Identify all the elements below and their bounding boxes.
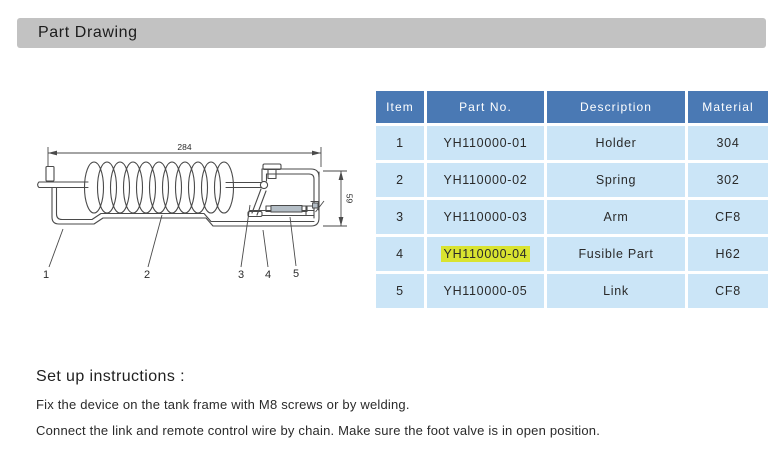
cell-material: H62 — [688, 237, 768, 271]
link-bracket — [306, 201, 324, 215]
cell-material: CF8 — [688, 200, 768, 234]
callout-leaders — [49, 205, 296, 267]
callout-label-1: 1 — [43, 269, 49, 281]
end-box — [248, 164, 319, 218]
callout-label-3: 3 — [238, 269, 244, 281]
parts-table-header-row: Item Part No. Description Material — [376, 91, 768, 123]
dimension-284: 284 — [48, 142, 321, 167]
instruction-line-2: Connect the link and remote control wire… — [36, 423, 601, 438]
table-row: 3 YH110000-03 Arm CF8 — [376, 200, 768, 234]
cell-item: 5 — [376, 274, 424, 308]
cell-part-no: YH110000-02 — [427, 163, 544, 197]
highlighted-part-no: YH110000-04 — [440, 246, 531, 262]
cell-part-no: YH110000-04 — [427, 237, 544, 271]
col-header-description: Description — [547, 91, 685, 123]
col-header-material: Material — [688, 91, 768, 123]
cell-item: 2 — [376, 163, 424, 197]
col-header-part-no: Part No. — [427, 91, 544, 123]
spring-coil — [85, 162, 234, 213]
callout-label-2: 2 — [144, 269, 150, 281]
instruction-line-1: Fix the device on the tank frame with M8… — [36, 397, 410, 412]
cell-material: 304 — [688, 126, 768, 160]
cell-description: Spring — [547, 163, 685, 197]
table-row: 5 YH110000-05 Link CF8 — [376, 274, 768, 308]
cell-material: CF8 — [688, 274, 768, 308]
connecting-rod — [38, 181, 268, 188]
cell-item: 4 — [376, 237, 424, 271]
cell-part-no: YH110000-05 — [427, 274, 544, 308]
instructions-title: Set up instructions : — [36, 368, 185, 385]
fusible-part — [266, 206, 307, 213]
dim-59-label: 59 — [345, 194, 355, 204]
section-title: Part Drawing — [38, 24, 138, 41]
callout-label-5: 5 — [293, 268, 299, 280]
section-title-bar: Part Drawing — [17, 18, 766, 48]
cell-part-no: YH110000-01 — [427, 126, 544, 160]
dimension-59: 59 — [323, 171, 355, 226]
cell-part-no: YH110000-03 — [427, 200, 544, 234]
left-hook — [46, 167, 54, 182]
table-row: 4 YH110000-04 Fusible Part H62 — [376, 237, 768, 271]
holder-frame — [52, 172, 319, 226]
cell-item: 3 — [376, 200, 424, 234]
setup-instructions: Set up instructions : Fix the device on … — [36, 368, 600, 449]
table-row: 1 YH110000-01 Holder 304 — [376, 126, 768, 160]
callout-label-4: 4 — [265, 269, 271, 281]
col-header-item: Item — [376, 91, 424, 123]
cell-description: Holder — [547, 126, 685, 160]
cell-item: 1 — [376, 126, 424, 160]
cell-material: 302 — [688, 163, 768, 197]
cell-description: Link — [547, 274, 685, 308]
cell-description: Fusible Part — [547, 237, 685, 271]
cell-description: Arm — [547, 200, 685, 234]
table-row: 2 YH110000-02 Spring 302 — [376, 163, 768, 197]
parts-table: Item Part No. Description Material 1 YH1… — [373, 88, 771, 311]
dim-284-label: 284 — [177, 142, 191, 152]
